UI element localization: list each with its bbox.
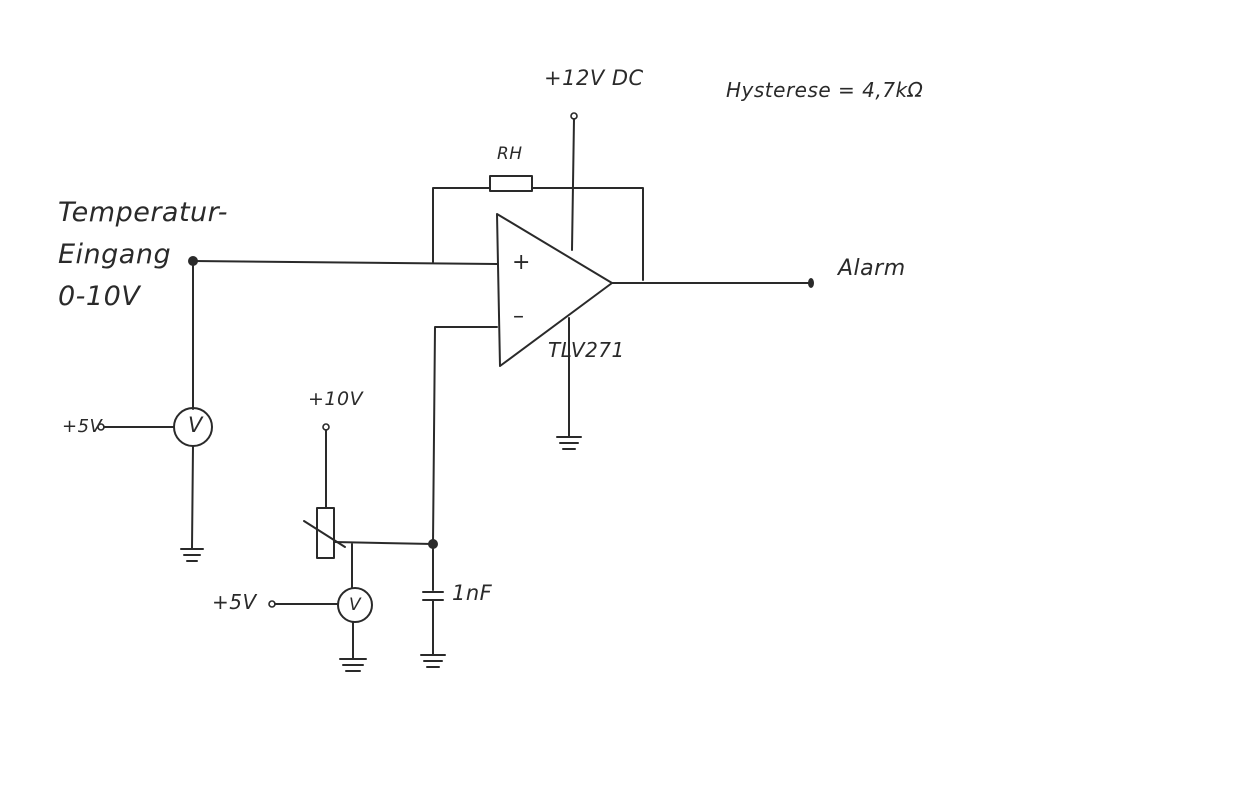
voltmeter-2-symbol: V [349,595,361,615]
hysteresis-label: Hysterese = 4,7kΩ [726,78,924,102]
feedback-wire-left [432,187,491,263]
capacitor-label: 1nF [452,581,493,605]
feedback-resistor [489,175,533,192]
minus-input-label: – [513,304,524,329]
potentiometer-body [316,507,335,559]
opamp-label: TLV271 [548,338,625,362]
temperature-input-line-1: Temperatur- [58,197,229,228]
supply-label: +12V DC [544,66,644,90]
temperature-input-line-2: Eingang [58,239,172,270]
feedback-wire-right [531,187,644,281]
voltmeter-2-ground-symbol [339,658,367,672]
supply-wire [571,118,575,251]
voltmeter-1-ground-wire [191,445,194,549]
potentiometer-wiper [303,520,346,548]
voltmeter-1-ground-symbol [180,548,204,562]
plus-input-label: + [512,250,531,275]
output-terminal [808,278,814,288]
junction-node [428,539,438,549]
voltmeter-2-supply-terminal [268,600,276,608]
voltmeter-1-supply-terminal [97,423,105,431]
output-label: Alarm [838,256,906,281]
voltmeter-1-symbol: V [188,413,203,437]
pot-to-node-wire [333,541,434,545]
capacitor-ground-symbol [420,654,446,668]
opamp-symbol [496,213,613,367]
minus-input-wire [432,326,498,544]
temperature-input-line-3: 0-10V [58,281,141,312]
voltmeter-1-supply-label: +5V [62,416,103,437]
pot-supply-label: +10V [308,388,364,410]
temperature-input-label: Temperatur- Eingang 0-10V [58,192,228,318]
input-wire [192,260,498,265]
opamp-ground-symbol [556,436,582,450]
capacitor-plates [422,591,444,601]
voltmeter-2-supply-label: +5V [212,590,257,614]
feedback-resistor-label: RH [497,144,523,164]
